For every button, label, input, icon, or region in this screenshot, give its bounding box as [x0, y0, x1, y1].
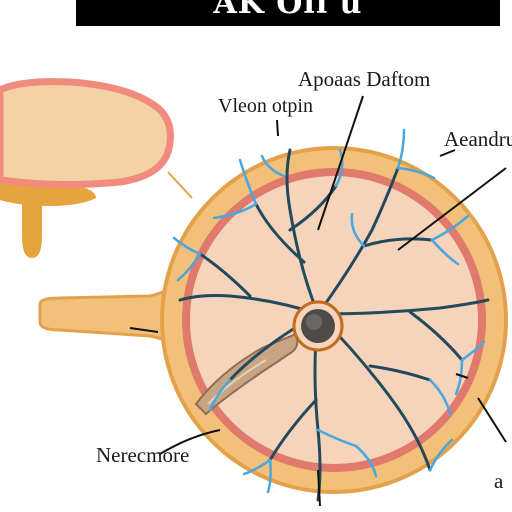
label-bottom-left: Nerecmore: [96, 443, 189, 467]
light-vessels: [172, 128, 486, 494]
title-bar: AK Oll u: [76, 0, 500, 26]
probe: [194, 332, 299, 416]
label-bottom-right: a: [494, 469, 504, 493]
brain-body: [0, 78, 174, 189]
dark-vessels: [178, 148, 490, 502]
leader-lines: [129, 95, 507, 507]
nucleus-icon: [292, 300, 344, 352]
brain-connector: [167, 171, 193, 199]
diagram-title: AK Oll u: [213, 0, 363, 21]
label-top-right: Apoaas Daftom: [298, 67, 430, 91]
label-right: Aeandru: [444, 127, 512, 151]
brain-icon: [0, 78, 193, 258]
brain-stem: [22, 196, 42, 258]
label-top-left: Vleon otpin: [218, 95, 313, 117]
